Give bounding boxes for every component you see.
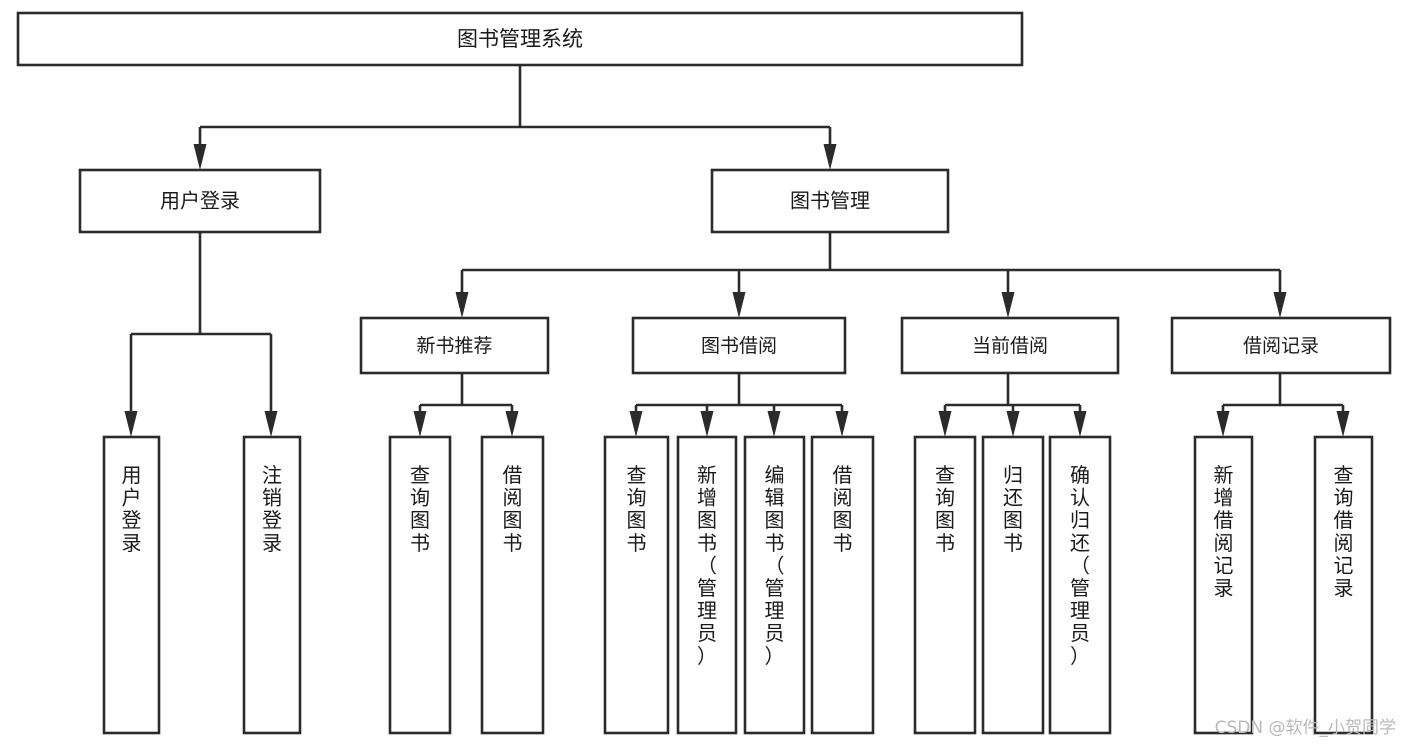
node-leaf-12-查询借阅记录-box[interactable] bbox=[1313, 435, 1374, 735]
node-leaf-11-新增借阅记录[interactable]: 新增借阅记录 bbox=[1193, 435, 1254, 735]
group-0-drop-0-arrowhead bbox=[413, 411, 427, 437]
node-leaf-3-借阅图书-label: 借阅图书 bbox=[503, 463, 523, 555]
node-l3-当前借阅[interactable]: 当前借阅 bbox=[900, 316, 1120, 375]
node-leaf-0-用户登录-box[interactable] bbox=[102, 435, 161, 735]
node-leaf-8-查询图书-label: 查询图书 bbox=[935, 463, 955, 555]
node-l3-新书推荐[interactable]: 新书推荐 bbox=[359, 316, 550, 375]
node-root-图书管理系统-box[interactable] bbox=[16, 11, 1024, 67]
login-drop-1-arrowhead bbox=[264, 411, 278, 437]
node-leaf-4-查询图书-box[interactable] bbox=[603, 435, 670, 735]
node-leaf-6-编辑图书（管理员）-label: 编辑图书（管理员） bbox=[765, 463, 785, 668]
node-l3-借阅记录-box[interactable] bbox=[1170, 316, 1392, 375]
connectors-layer bbox=[124, 65, 1350, 437]
root-drop-0-arrowhead bbox=[193, 144, 207, 170]
node-leaf-11-新增借阅记录-label: 新增借阅记录 bbox=[1214, 463, 1234, 600]
node-l3-图书借阅-label: 图书借阅 bbox=[701, 335, 777, 357]
node-l3-当前借阅-label: 当前借阅 bbox=[972, 335, 1048, 357]
node-leaf-7-借阅图书[interactable]: 借阅图书 bbox=[810, 435, 875, 735]
node-leaf-2-查询图书-label: 查询图书 bbox=[410, 463, 430, 555]
group-3-drop-1-arrowhead bbox=[1336, 411, 1350, 437]
group-1-drop-0-arrowhead bbox=[629, 411, 643, 437]
node-leaf-8-查询图书-box[interactable] bbox=[913, 435, 977, 735]
group-1-drop-1-arrowhead bbox=[700, 411, 714, 437]
node-leaf-9-归还图书-label: 归还图书 bbox=[1003, 463, 1023, 555]
node-l3-借阅记录[interactable]: 借阅记录 bbox=[1170, 316, 1392, 375]
root-drop-1-arrowhead bbox=[823, 144, 837, 170]
manage-drop-0-arrowhead bbox=[455, 292, 469, 318]
node-l3-新书推荐-box[interactable] bbox=[359, 316, 550, 375]
node-leaf-7-借阅图书-label: 借阅图书 bbox=[833, 463, 853, 555]
node-leaf-12-查询借阅记录[interactable]: 查询借阅记录 bbox=[1313, 435, 1374, 735]
node-leaf-12-查询借阅记录-label: 查询借阅记录 bbox=[1334, 463, 1354, 600]
login-drop-0-arrowhead bbox=[124, 411, 138, 437]
manage-drop-2-arrowhead bbox=[1001, 292, 1015, 318]
node-leaf-11-新增借阅记录-box[interactable] bbox=[1193, 435, 1254, 735]
node-l2-用户登录-box[interactable] bbox=[78, 168, 322, 234]
node-leaf-7-借阅图书-box[interactable] bbox=[810, 435, 875, 735]
node-l2-图书管理-box[interactable] bbox=[710, 168, 950, 234]
node-leaf-5-新增图书（管理员）[interactable]: 新增图书（管理员） bbox=[676, 435, 738, 735]
node-l2-用户登录[interactable]: 用户登录 bbox=[78, 168, 322, 234]
node-leaf-6-编辑图书（管理员）-box[interactable] bbox=[743, 435, 806, 735]
group-1-drop-2-arrowhead bbox=[767, 411, 781, 437]
group-3-drop-0-arrowhead bbox=[1216, 411, 1230, 437]
node-leaf-4-查询图书-label: 查询图书 bbox=[627, 463, 647, 555]
node-leaf-10-确认归还（管理员）-label: 确认归还（管理员） bbox=[1070, 463, 1090, 668]
node-leaf-5-新增图书（管理员）-box[interactable] bbox=[676, 435, 738, 735]
node-leaf-1-注销登录[interactable]: 注销登录 bbox=[242, 435, 302, 735]
node-leaf-2-查询图书-box[interactable] bbox=[388, 435, 452, 735]
node-leaf-8-查询图书[interactable]: 查询图书 bbox=[913, 435, 977, 735]
group-1-drop-3-arrowhead bbox=[835, 411, 849, 437]
node-l3-新书推荐-label: 新书推荐 bbox=[416, 335, 492, 357]
node-leaf-6-编辑图书（管理员）[interactable]: 编辑图书（管理员） bbox=[743, 435, 806, 735]
node-l3-当前借阅-box[interactable] bbox=[900, 316, 1120, 375]
node-l2-用户登录-label: 用户登录 bbox=[160, 189, 240, 213]
node-leaf-1-注销登录-box[interactable] bbox=[242, 435, 302, 735]
node-l2-图书管理[interactable]: 图书管理 bbox=[710, 168, 950, 234]
manage-drop-3-arrowhead bbox=[1273, 292, 1287, 318]
manage-drop-1-arrowhead bbox=[732, 292, 746, 318]
node-l3-图书借阅[interactable]: 图书借阅 bbox=[631, 316, 847, 375]
node-leaf-9-归还图书-box[interactable] bbox=[981, 435, 1045, 735]
node-root-图书管理系统-label: 图书管理系统 bbox=[457, 27, 583, 51]
group-2-drop-1-arrowhead bbox=[1006, 411, 1020, 437]
node-leaf-3-借阅图书-box[interactable] bbox=[480, 435, 545, 735]
node-leaf-10-确认归还（管理员）-box[interactable] bbox=[1048, 435, 1112, 735]
group-2-drop-0-arrowhead bbox=[938, 411, 952, 437]
node-leaf-2-查询图书[interactable]: 查询图书 bbox=[388, 435, 452, 735]
watermark-text: CSDN @软件_小贺同学 bbox=[1215, 718, 1396, 738]
node-l3-图书借阅-box[interactable] bbox=[631, 316, 847, 375]
node-leaf-10-确认归还（管理员）[interactable]: 确认归还（管理员） bbox=[1048, 435, 1112, 735]
node-leaf-0-用户登录-label: 用户登录 bbox=[122, 463, 142, 555]
node-leaf-9-归还图书[interactable]: 归还图书 bbox=[981, 435, 1045, 735]
node-leaf-1-注销登录-label: 注销登录 bbox=[262, 463, 282, 555]
node-leaf-5-新增图书（管理员）-label: 新增图书（管理员） bbox=[697, 463, 717, 668]
node-l3-借阅记录-label: 借阅记录 bbox=[1243, 335, 1319, 357]
nodes-layer: 图书管理系统用户登录图书管理新书推荐图书借阅当前借阅借阅记录用户登录注销登录查询… bbox=[16, 11, 1392, 735]
group-2-drop-2-arrowhead bbox=[1073, 411, 1087, 437]
node-leaf-4-查询图书[interactable]: 查询图书 bbox=[603, 435, 670, 735]
group-0-drop-1-arrowhead bbox=[505, 411, 519, 437]
node-leaf-0-用户登录[interactable]: 用户登录 bbox=[102, 435, 161, 735]
node-leaf-3-借阅图书[interactable]: 借阅图书 bbox=[480, 435, 545, 735]
node-root-图书管理系统[interactable]: 图书管理系统 bbox=[16, 11, 1024, 67]
node-l2-图书管理-label: 图书管理 bbox=[790, 189, 870, 213]
